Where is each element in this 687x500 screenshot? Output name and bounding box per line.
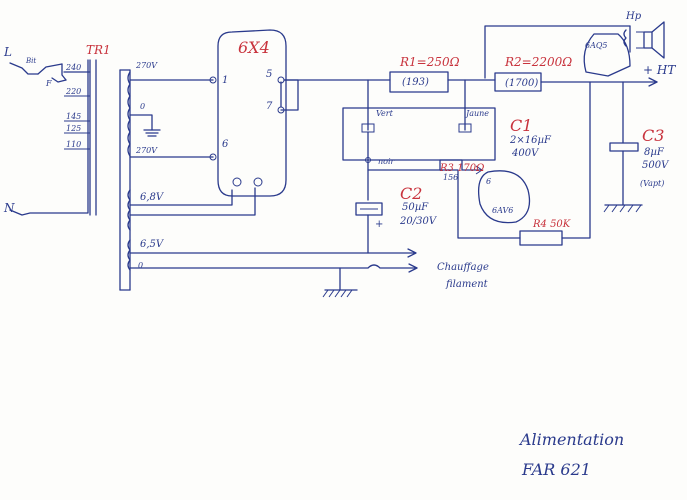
c1-name: C1 — [510, 116, 533, 135]
heater-label-2: filament — [446, 279, 488, 290]
c2-value-1: 50µF — [402, 202, 429, 213]
capacitor-c3 — [603, 81, 643, 213]
secondary-270v-bottom: 270V — [136, 146, 158, 155]
c2-value-2: 20/30V — [400, 216, 437, 227]
primary-tap-145: 145 — [66, 112, 82, 121]
c2-name: C2 — [400, 184, 423, 203]
c3-note: (Vapt) — [640, 179, 665, 188]
c2-polarity: + — [375, 219, 384, 230]
c3-name: C3 — [642, 126, 665, 145]
heater-label-1: Chauffage — [437, 262, 489, 273]
line-label: L — [4, 45, 12, 59]
r2-value: R2=2200Ω — [505, 55, 573, 69]
rectifier-tube-6x4 — [209, 29, 299, 197]
output-tube-label: 6AQ5 — [585, 41, 608, 50]
speaker-label: Hp — [626, 11, 642, 22]
r1-value: R1=250Ω — [400, 55, 460, 69]
caption-model: FAR 621 — [522, 460, 591, 479]
transformer-secondary — [119, 69, 418, 298]
rectifier-pin-7: 7 — [266, 101, 273, 112]
secondary-0-center: 0 — [140, 102, 146, 111]
primary-tap-220: 220 — [66, 87, 82, 96]
c1-lead-vert: Vert — [376, 109, 393, 118]
secondary-6-8v: 6,8V — [140, 192, 164, 203]
rectifier-pin-5: 5 — [266, 69, 273, 80]
ht-main-line — [283, 25, 658, 93]
r1-code: (193) — [402, 77, 429, 88]
c1-lead-jaune: Jaune — [466, 109, 490, 118]
fuse-label: F — [46, 79, 52, 88]
transformer-name: TR1 — [86, 43, 111, 57]
c1-value-2: 400V — [512, 148, 539, 159]
secondary-270v-top: 270V — [136, 61, 158, 70]
capacitor-c2 — [355, 202, 383, 254]
primary-tap-240: 240 — [66, 63, 82, 72]
transformer-primary — [63, 59, 97, 216]
secondary-0-filament: 0 — [138, 261, 144, 270]
mains-neutral-input — [9, 59, 89, 216]
primary-tap-110: 110 — [66, 140, 82, 149]
capacitor-c1 — [342, 79, 496, 201]
mains-line-input — [9, 62, 67, 83]
tube-6av6-label: 6AV6 — [492, 206, 514, 215]
rectifier-pin-6: 6 — [222, 139, 229, 150]
r3-value: R3 170Ω — [440, 163, 485, 174]
c3-value-1: 8µF — [644, 147, 664, 158]
primary-tap-125: 125 — [66, 124, 82, 133]
secondary-6-5v: 6,5V — [140, 239, 164, 250]
neutral-label: N — [4, 201, 15, 215]
c1-lead-noir: noir — [378, 157, 395, 166]
c1-value-1: 2×16µF — [510, 135, 551, 146]
rectifier-name: 6X4 — [238, 38, 270, 57]
bit-label: Bit — [25, 57, 36, 65]
rectifier-pin-1: 1 — [222, 75, 229, 86]
tube-pin-6: 6 — [486, 177, 492, 186]
r2-code: (1700) — [505, 78, 539, 89]
r4-value: R4 50K — [533, 219, 571, 230]
caption-title: Alimentation — [520, 430, 625, 449]
resistor-r3-network — [367, 81, 591, 246]
speaker-hp — [583, 21, 665, 77]
c3-value-2: 500V — [642, 160, 669, 171]
ht-label: + HT — [643, 63, 676, 77]
r3-code: 156 — [443, 173, 459, 182]
